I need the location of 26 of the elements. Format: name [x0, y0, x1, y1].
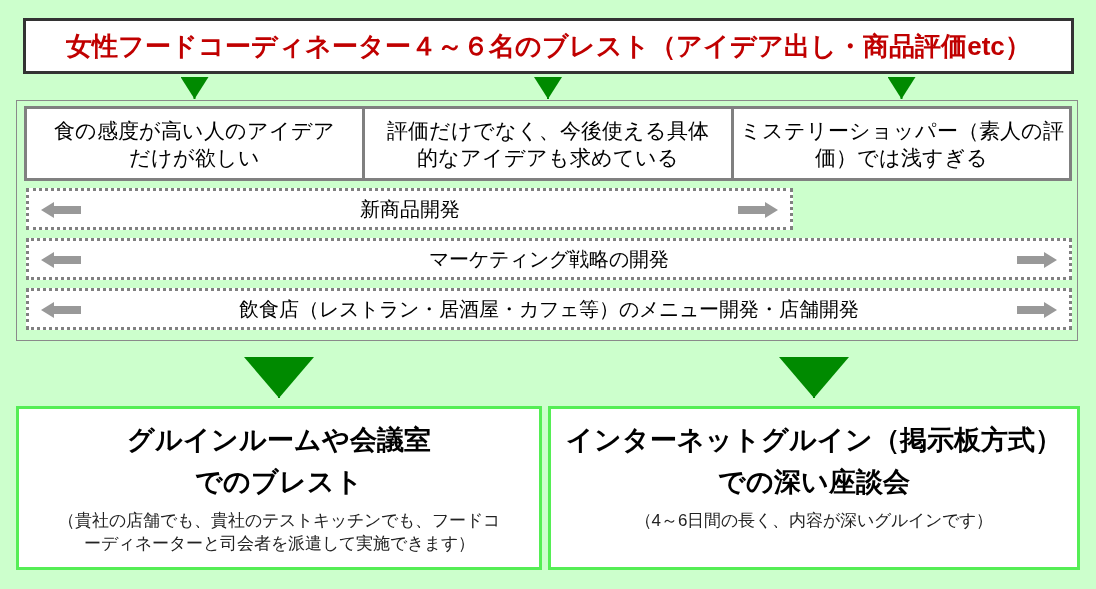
card-description: （4～6日間の長く、内容が深いグルインです） — [634, 510, 994, 532]
banner-text: 女性フードコーディネーター４～６名のブレスト（アイデア出し・商品評価etc） — [66, 30, 1031, 62]
band-label: マーケティング戦略の開発 — [429, 247, 669, 272]
method-card — [16, 406, 542, 570]
grouping-panel — [16, 100, 1078, 341]
down-arrow — [779, 356, 849, 399]
down-arrow — [180, 76, 209, 100]
scope-band — [26, 188, 793, 230]
requirement-cell — [731, 106, 1072, 181]
requirement-text: 評価だけでなく、今後使える具体的なアイデアも求めている — [386, 117, 710, 171]
requirement-cell — [362, 106, 734, 181]
down-arrow — [887, 76, 916, 100]
requirement-text: ミステリーショッパー（素人の評価）では浅すぎる — [738, 117, 1065, 171]
scope-band — [26, 288, 1072, 330]
down-arrow — [244, 356, 314, 399]
requirement-text: 食の感度が高い人のアイデアだけが欲しい — [53, 117, 336, 171]
card-description: （貴社の店舗でも、貴社のテストキッチンでも、フードコーディネーターと司会者を派遣して実施できます） — [57, 510, 501, 555]
banner-box — [23, 18, 1074, 74]
down-arrow — [534, 76, 562, 100]
scope-band — [26, 238, 1072, 280]
band-label: 飲食店（レストラン・居酒屋・カフェ等）のメニュー開発・店舗開発 — [239, 297, 859, 322]
requirement-cell — [24, 106, 365, 181]
card-heading: インターネットグルイン（掲示板方式）での深い座談会 — [565, 424, 1063, 499]
method-card — [548, 406, 1080, 570]
band-label: 新商品開発 — [359, 197, 460, 222]
card-heading: グルインルームや会議室でのブレスト — [126, 424, 432, 499]
